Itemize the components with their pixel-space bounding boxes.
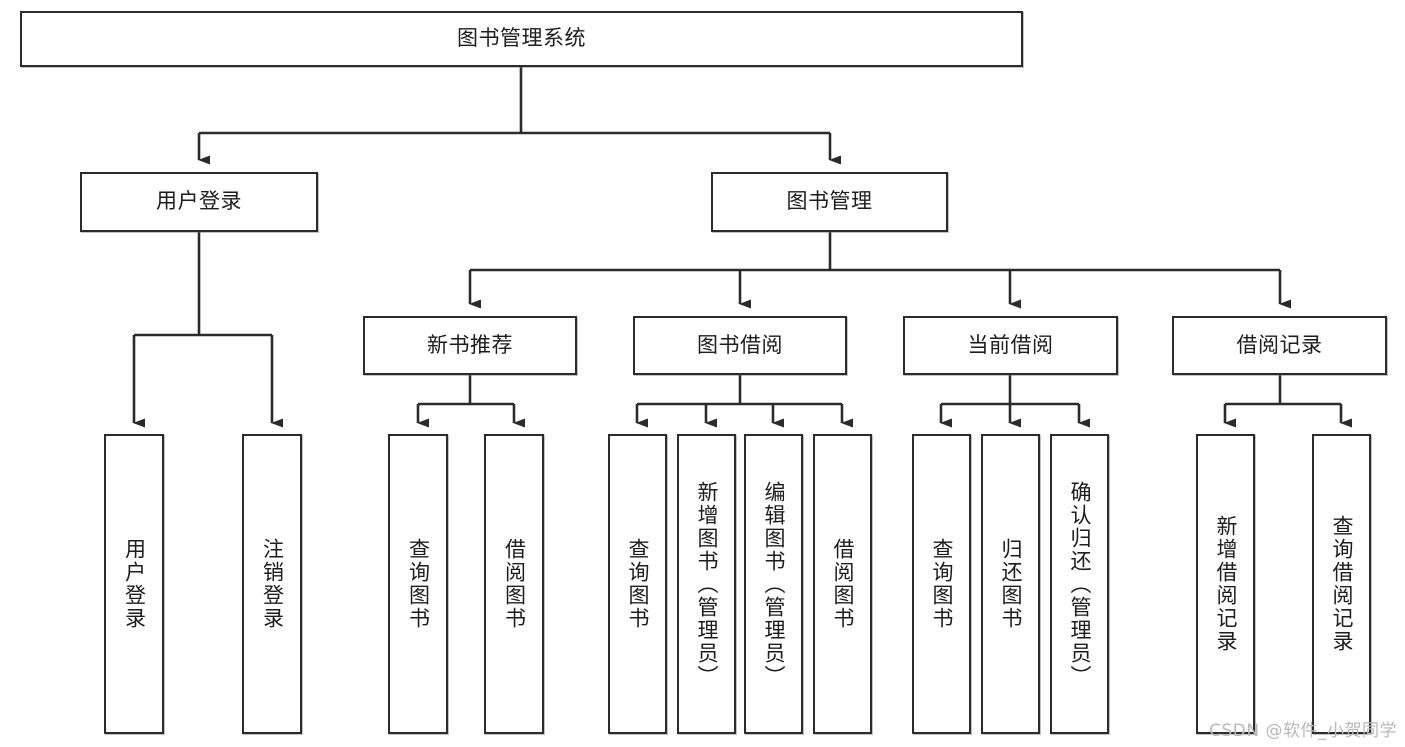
node-book-management-label: 图书管理 xyxy=(786,189,873,214)
node-book-borrow[interactable]: 图书借阅 xyxy=(633,316,847,375)
leaf-label: 查询图书 xyxy=(406,538,431,630)
leaf-label: 确认归还（管理员） xyxy=(1067,480,1092,688)
node-book-management[interactable]: 图书管理 xyxy=(711,172,948,232)
leaf-user-login-login[interactable]: 用户登录 xyxy=(104,434,164,734)
leaf-label: 新增图书（管理员） xyxy=(694,480,719,688)
node-borrow-record[interactable]: 借阅记录 xyxy=(1172,316,1387,375)
leaf-label: 借阅图书 xyxy=(830,538,855,630)
leaf-borrow-query-book[interactable]: 查询图书 xyxy=(608,434,667,734)
leaf-new-book-borrow[interactable]: 借阅图书 xyxy=(484,434,544,734)
leaf-label: 查询图书 xyxy=(625,538,650,630)
leaf-borrow-add-book[interactable]: 新增图书（管理员） xyxy=(677,434,736,734)
node-root[interactable]: 图书管理系统 xyxy=(20,11,1023,67)
leaf-current-return-book[interactable]: 归还图书 xyxy=(981,434,1040,734)
leaf-label: 用户登录 xyxy=(122,538,147,630)
node-book-borrow-label: 图书借阅 xyxy=(697,332,783,357)
leaf-label: 查询借阅记录 xyxy=(1329,515,1354,653)
node-new-book-recommend[interactable]: 新书推荐 xyxy=(363,316,577,375)
leaf-borrow-edit-book[interactable]: 编辑图书（管理员） xyxy=(744,434,803,734)
leaf-label: 编辑图书（管理员） xyxy=(761,480,786,688)
leaf-user-login-logout[interactable]: 注销登录 xyxy=(242,434,302,734)
leaf-new-book-query[interactable]: 查询图书 xyxy=(388,434,448,734)
leaf-label: 新增借阅记录 xyxy=(1213,515,1238,653)
node-new-book-recommend-label: 新书推荐 xyxy=(427,332,513,357)
node-user-login[interactable]: 用户登录 xyxy=(80,172,318,232)
leaf-label: 借阅图书 xyxy=(502,538,527,630)
node-user-login-label: 用户登录 xyxy=(156,189,242,214)
watermark: CSDN @软件_小贺同学 xyxy=(1209,721,1397,741)
leaf-label: 注销登录 xyxy=(260,538,285,630)
leaf-label: 归还图书 xyxy=(998,538,1023,630)
leaf-borrow-borrow-book[interactable]: 借阅图书 xyxy=(813,434,872,734)
node-current-borrow-label: 当前借阅 xyxy=(967,332,1054,357)
leaf-record-add[interactable]: 新增借阅记录 xyxy=(1196,434,1255,734)
node-root-label: 图书管理系统 xyxy=(457,26,586,51)
leaf-current-confirm-return[interactable]: 确认归还（管理员） xyxy=(1050,434,1109,734)
node-borrow-record-label: 借阅记录 xyxy=(1236,332,1323,357)
node-current-borrow[interactable]: 当前借阅 xyxy=(903,316,1118,375)
leaf-record-query[interactable]: 查询借阅记录 xyxy=(1312,434,1371,734)
leaf-current-query-book[interactable]: 查询图书 xyxy=(912,434,971,734)
leaf-label: 查询图书 xyxy=(929,538,954,630)
